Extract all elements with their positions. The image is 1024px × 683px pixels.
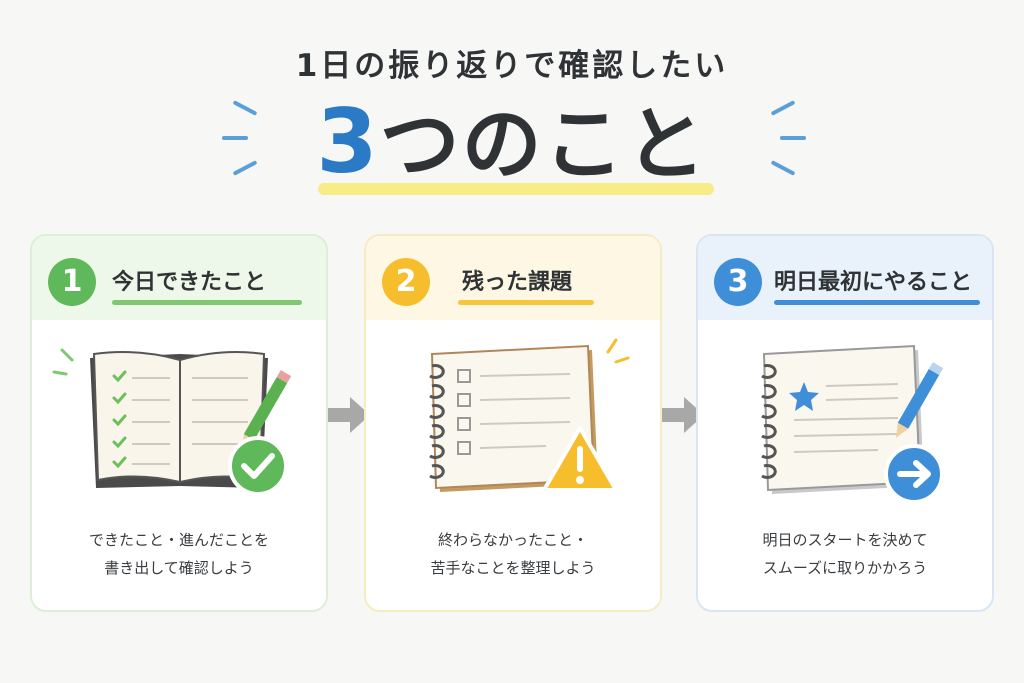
card-description: できたこと・進んだことを 書き出して確認しよう: [32, 526, 326, 582]
description-line: 苦手なことを整理しよう: [430, 559, 596, 577]
spiral-notebook-checkbox-icon: [429, 338, 630, 492]
arrow-right-icon: [662, 397, 704, 433]
arrow-right-icon: [884, 444, 944, 504]
card-description: 終わらなかったこと・ 苦手なことを整理しよう: [366, 526, 660, 582]
warning-icon: [542, 426, 618, 492]
title-number: 3: [316, 90, 380, 193]
card-title: 今日できたこと: [112, 270, 267, 295]
description-line: 書き出して確認しよう: [104, 559, 254, 577]
star-icon: [789, 382, 819, 411]
title-underline: [112, 300, 302, 305]
description-line: できたこと・進んだことを: [88, 531, 269, 549]
card-title: 残った課題: [462, 270, 573, 295]
pencil-icon: [896, 362, 944, 438]
subtitle: 1日の振り返りで確認したい: [295, 48, 729, 84]
arrow-right-icon: [328, 397, 370, 433]
description-line: 明日のスタートを決めて: [762, 531, 928, 549]
sparkle-icon: [52, 348, 74, 376]
step-number-badge: 2: [382, 258, 430, 306]
step-number-badge: 1: [48, 258, 96, 306]
card-first-task-tomorrow: 3 明日最初にやること 明日のスタートを決めて スムーズに取りかかろう: [696, 234, 994, 612]
card-done-today: 1 今日できたこと できたこと・進んだことを 書き出して確認しよう: [30, 234, 328, 612]
card-description: 明日のスタートを決めて スムーズに取りかかろう: [698, 526, 992, 582]
sparkle-line-icon: [222, 136, 248, 140]
sparkle-icon: [606, 338, 630, 364]
sparkle-line-icon: [780, 136, 806, 140]
step-number-badge: 3: [714, 258, 762, 306]
title-highlight: [318, 183, 714, 195]
open-notebook-checklist-icon: [52, 348, 292, 496]
description-line: スムーズに取りかかろう: [762, 559, 928, 577]
page-title: 3つのこと: [0, 92, 1024, 195]
card-title: 明日最初にやること: [774, 270, 973, 295]
title-text: つのこと: [379, 98, 708, 191]
card-remaining-issues: 2 残った課題 終わらなかったこと・ 苦手なことを整理しよう: [364, 234, 662, 612]
description-line: 終わらなかったこと・: [437, 531, 588, 549]
title-underline: [774, 300, 980, 305]
checkmark-icon: [228, 436, 288, 496]
title-underline: [458, 300, 594, 305]
spiral-notebook-star-icon: [761, 344, 944, 504]
